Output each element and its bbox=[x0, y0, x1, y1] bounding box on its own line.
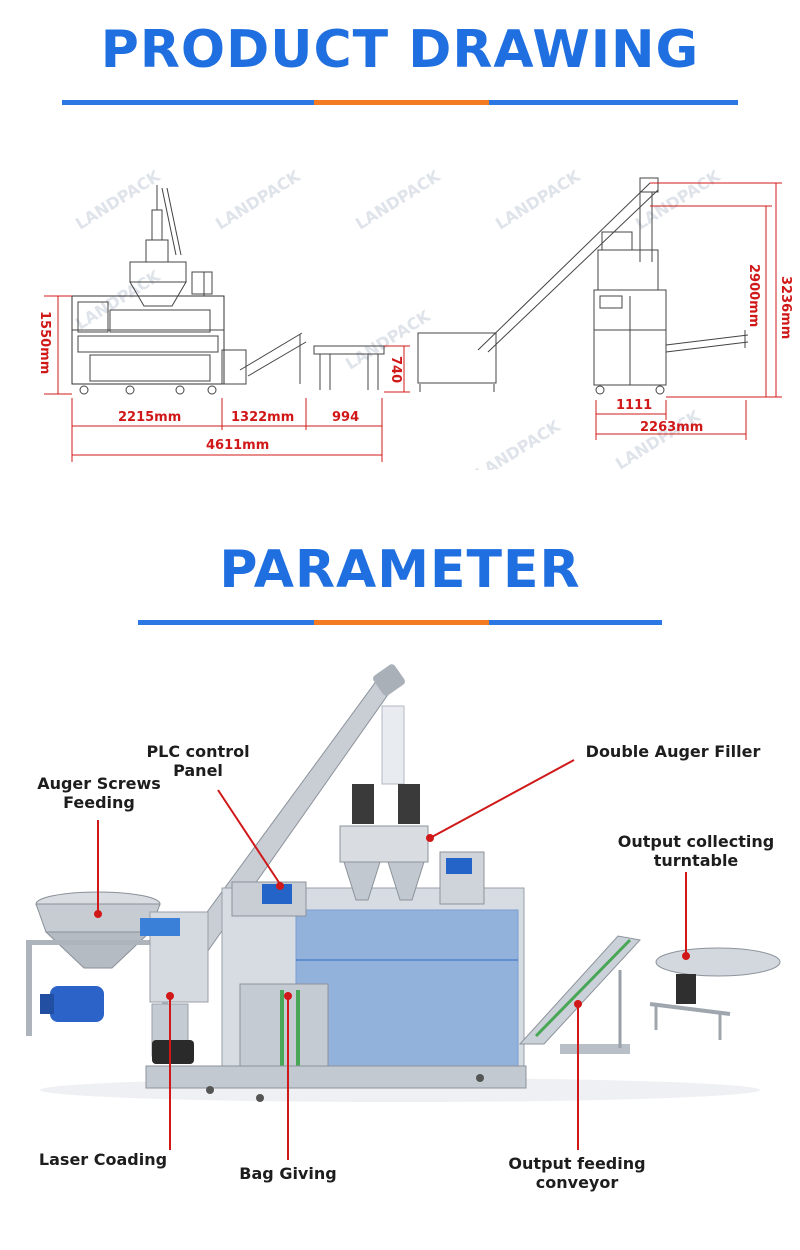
dim-front-len-b: 1322mm bbox=[231, 410, 295, 425]
callout-double-auger-filler: Double Auger Filler bbox=[585, 742, 761, 761]
callout-laser-coading: Laser Coading bbox=[38, 1150, 168, 1169]
product-drawing-title: PRODUCT DRAWING bbox=[100, 20, 700, 80]
title-underline bbox=[62, 100, 738, 105]
title-underline-accent bbox=[314, 100, 489, 105]
main-machine bbox=[145, 784, 527, 1102]
parameter-title: PARAMETER bbox=[219, 540, 581, 600]
callout-bag-giving: Bag Giving bbox=[239, 1164, 337, 1183]
technical-drawing: LANDPACK LANDPACK LANDPACK LANDPACK LAND… bbox=[44, 166, 782, 470]
dim-side-width-b: 2263mm bbox=[640, 420, 704, 435]
turntable bbox=[649, 947, 781, 1040]
front-view-machine bbox=[71, 185, 385, 395]
output-conveyor bbox=[518, 935, 641, 1054]
dim-front-len-c: 994 bbox=[332, 410, 360, 425]
dim-side-width-a: 1111 bbox=[616, 398, 653, 413]
dim-front-total: 4611mm bbox=[206, 438, 270, 453]
dim-front-len-a: 2215mm bbox=[118, 410, 182, 425]
side-view-machine bbox=[417, 177, 749, 395]
title-underline-accent bbox=[314, 620, 489, 625]
laser-coder bbox=[140, 911, 209, 1064]
title-underline bbox=[138, 620, 662, 625]
